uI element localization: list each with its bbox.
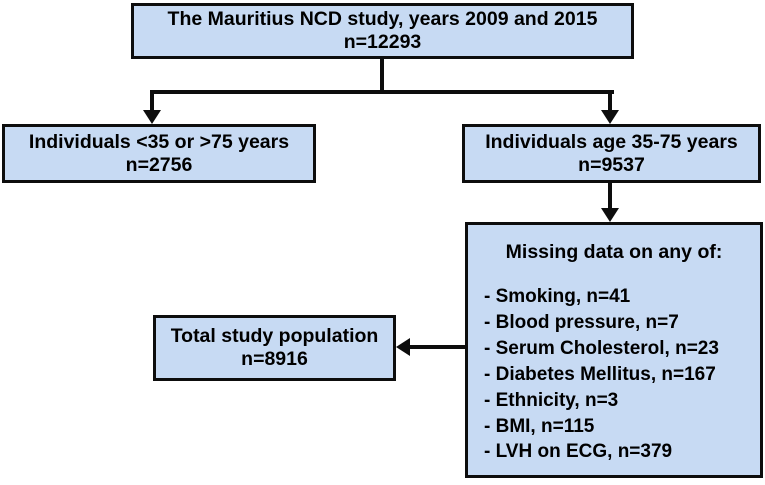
connector-left-drop	[150, 90, 154, 110]
node-missing-data: Missing data on any of: - Smoking, n=41 …	[465, 222, 763, 478]
connector-missing-to-total	[410, 345, 468, 349]
connector-top-stem	[380, 59, 384, 94]
missing-data-item-diabetes-mellitus: - Diabetes Mellitus, n=167	[484, 363, 716, 385]
node-eligible-age: Individuals age 35-75 years n=9537	[462, 124, 761, 183]
missing-data-item-smoking: - Smoking, n=41	[484, 286, 631, 307]
arrowhead-down-to-missing-icon	[601, 208, 619, 222]
node-total-study-population-line-1: Total study population	[170, 325, 379, 347]
connector-right-drop	[608, 90, 612, 110]
node-excluded-age: Individuals <35 or >75 years n=2756	[2, 124, 316, 183]
node-eligible-age-line-1: Individuals age 35-75 years	[485, 130, 738, 153]
arrowhead-down-to-eligible-icon	[601, 110, 619, 124]
node-missing-data-title: Missing data on any of:	[505, 241, 723, 263]
node-study-cohort-line-1: The Mauritius NCD study, years 2009 and …	[167, 8, 598, 30]
node-study-cohort-line-2: n=12293	[343, 31, 422, 53]
missing-data-item-bmi: - BMI, n=115	[484, 415, 595, 437]
missing-data-list: - Smoking, n=41 - Blood pressure, n=7 - …	[468, 286, 760, 464]
node-study-cohort: The Mauritius NCD study, years 2009 and …	[131, 3, 634, 59]
connector-top-horizontal-bar	[150, 90, 614, 94]
missing-data-item-ethnicity: - Ethnicity, n=3	[484, 389, 619, 411]
node-excluded-age-line-1: Individuals <35 or >75 years	[28, 130, 290, 153]
missing-data-item-blood-pressure: - Blood pressure, n=7	[484, 311, 679, 333]
missing-data-item-lvh-on-ecg: - LVH on ECG, n=379	[484, 441, 673, 463]
arrowhead-left-to-total-icon	[396, 338, 410, 356]
node-excluded-age-line-2: n=2756	[125, 153, 193, 176]
node-total-study-population-line-2: n=8916	[241, 348, 308, 370]
arrowhead-down-to-excluded-icon	[143, 110, 161, 124]
connector-eligible-to-missing	[608, 183, 612, 209]
node-eligible-age-line-2: n=9537	[578, 153, 645, 176]
node-total-study-population: Total study population n=8916	[153, 315, 396, 381]
missing-data-item-serum-cholesterol: - Serum Cholesterol, n=23	[484, 337, 719, 359]
